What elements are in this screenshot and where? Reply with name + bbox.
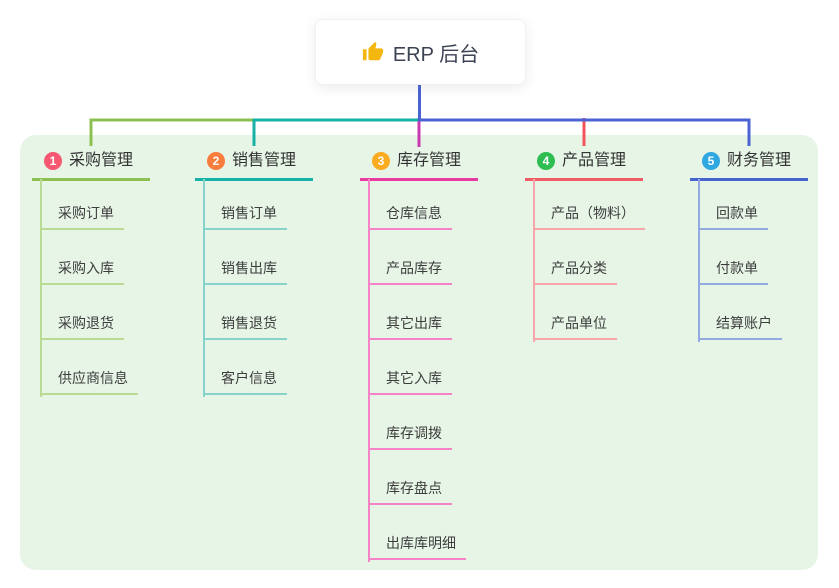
branch-number-badge: 1: [44, 151, 62, 170]
branch-header[interactable]: 1 采购管理: [32, 148, 150, 181]
root-title: ERP 后台: [392, 43, 480, 66]
child-node[interactable]: 销售出库: [203, 258, 287, 285]
branch-number-badge: 4: [537, 151, 555, 170]
child-node[interactable]: 仓库信息: [368, 203, 452, 230]
branch-column-2: 2 销售管理 销售订单 销售出库 销售退货 客户信息: [195, 148, 345, 397]
child-node[interactable]: 供应商信息: [40, 368, 138, 395]
branch-number-badge: 3: [372, 151, 390, 170]
branch-connector-line: [40, 179, 42, 397]
branch-header[interactable]: 3 库存管理: [360, 148, 478, 181]
branch-number-badge: 5: [702, 151, 720, 170]
child-node[interactable]: 回款单: [698, 203, 768, 230]
branches-panel: [20, 135, 818, 570]
child-node[interactable]: 库存调拨: [368, 423, 452, 450]
child-node[interactable]: 出库库明细: [368, 533, 466, 560]
branch-connector-line: [368, 179, 370, 562]
branch-connector-line: [533, 179, 535, 342]
branch-column-1: 1 采购管理 采购订单 采购入库 采购退货 供应商信息: [32, 148, 182, 397]
child-node[interactable]: 采购入库: [40, 258, 124, 285]
branch-header[interactable]: 2 销售管理: [195, 148, 313, 181]
child-node[interactable]: 结算账户: [698, 313, 782, 340]
branch-header[interactable]: 4 产品管理: [525, 148, 643, 181]
child-node[interactable]: 产品分类: [533, 258, 617, 285]
branch-title: 财务管理: [727, 152, 792, 169]
child-node[interactable]: 产品单位: [533, 313, 617, 340]
branch-column-5: 5 财务管理 回款单 付款单 结算账户: [690, 148, 839, 342]
thumbs-up-icon: [362, 41, 383, 61]
branch-number-badge: 2: [207, 151, 225, 170]
child-node[interactable]: 采购退货: [40, 313, 124, 340]
branch-column-4: 4 产品管理 产品（物料） 产品分类 产品单位: [525, 148, 675, 342]
branch-column-3: 3 库存管理 仓库信息 产品库存 其它出库 其它入库 库存调拨 库存盘点 出库库…: [360, 148, 510, 562]
child-node[interactable]: 销售退货: [203, 313, 287, 340]
branch-title: 销售管理: [232, 152, 297, 169]
child-node[interactable]: 库存盘点: [368, 478, 452, 505]
branch-connector-line: [203, 179, 205, 397]
child-node[interactable]: 客户信息: [203, 368, 287, 395]
branch-title: 采购管理: [69, 152, 134, 169]
child-node[interactable]: 产品库存: [368, 258, 452, 285]
branch-header[interactable]: 5 财务管理: [690, 148, 808, 181]
child-node[interactable]: 销售订单: [203, 203, 287, 230]
branch-title: 库存管理: [397, 152, 462, 169]
root-node[interactable]: ERP 后台: [315, 19, 526, 85]
child-node[interactable]: 产品（物料）: [533, 203, 645, 230]
child-node[interactable]: 付款单: [698, 258, 768, 285]
child-node[interactable]: 其它出库: [368, 313, 452, 340]
child-node[interactable]: 采购订单: [40, 203, 124, 230]
child-node[interactable]: 其它入库: [368, 368, 452, 395]
branch-title: 产品管理: [562, 152, 627, 169]
branch-connector-line: [698, 179, 700, 342]
